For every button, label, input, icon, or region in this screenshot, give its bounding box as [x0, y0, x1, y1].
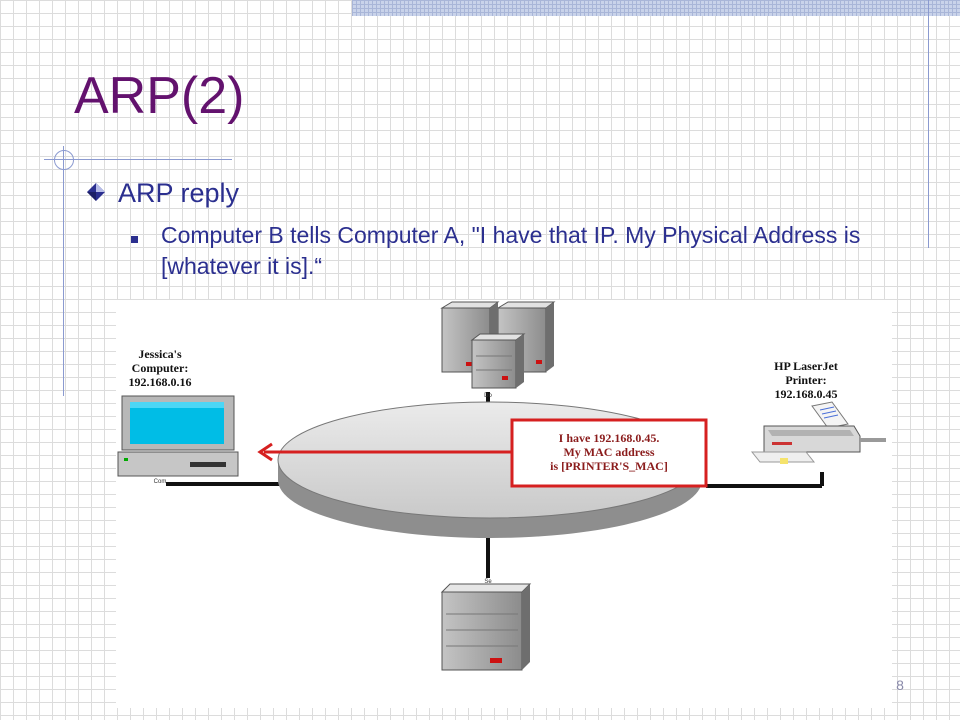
reply-message-line2: My MAC address	[563, 445, 654, 459]
title-rule-horizontal	[44, 159, 232, 160]
bullet-arp-reply: ARP reply	[118, 178, 240, 208]
slide-title: ARP(2)	[74, 67, 245, 125]
left-computer-ip: 192.168.0.16	[129, 375, 192, 389]
bottom-server: Se	[440, 579, 532, 671]
bottom-server-caption: Se	[484, 579, 492, 585]
top-server-caption: Do	[484, 393, 492, 399]
printer-line2: Printer:	[785, 373, 826, 387]
diamond-bullet-icon	[87, 183, 105, 201]
title-rule-vertical	[63, 146, 64, 396]
reply-message-box: I have 192.168.0.45. My MAC address is […	[510, 418, 708, 488]
printer: HP LaserJet Printer: 192.168.0.45	[750, 359, 886, 464]
title-rule-circle	[54, 150, 74, 170]
reply-message-line3: is [PRINTER'S_MAC]	[550, 459, 668, 473]
printer-ip: 192.168.0.45	[775, 387, 838, 401]
bullet-computer-b-tells: Computer B tells Computer A, "I have tha…	[161, 222, 861, 279]
top-decoration-band	[352, 0, 960, 16]
left-computer-caption: Com	[154, 479, 167, 485]
printer-name: HP LaserJet	[774, 359, 838, 373]
reply-arrow	[257, 442, 512, 462]
page-number: 8	[896, 677, 904, 693]
square-bullet-icon	[131, 236, 138, 243]
left-computer-line2: Computer:	[132, 361, 189, 375]
arp-reply-diagram: Do Jessica's Computer: 192.168.0.16 Com …	[116, 300, 892, 708]
left-computer: Jessica's Computer: 192.168.0.16 Com	[117, 347, 239, 485]
right-decoration-line	[928, 0, 929, 248]
top-server-group: Do	[440, 301, 556, 399]
left-computer-name: Jessica's	[138, 347, 182, 361]
reply-message-line1: I have 192.168.0.45.	[559, 431, 660, 445]
